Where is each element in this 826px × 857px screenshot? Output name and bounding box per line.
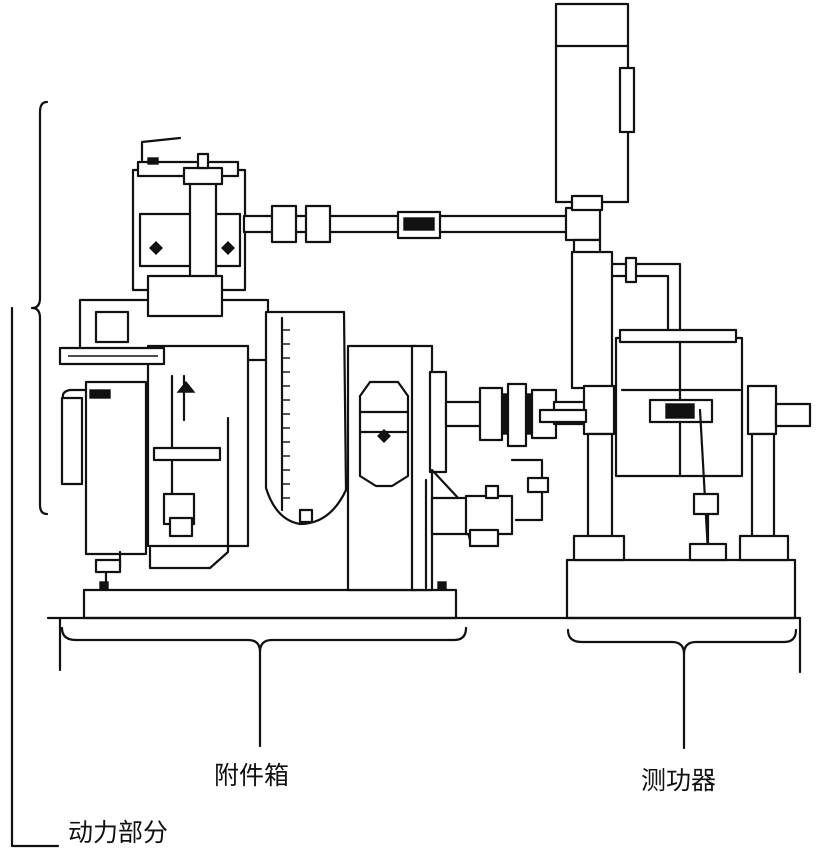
accessory-box-bracket: [60, 626, 468, 748]
engine-block: [58, 136, 270, 592]
flywheel-housing: [264, 310, 348, 526]
dynamometer-label: 测功器: [641, 766, 717, 795]
dynamometer-bracket: [566, 628, 798, 750]
accessory-box: [346, 344, 550, 592]
accessory-box-label: 附件箱: [214, 761, 290, 790]
baseplate: [46, 558, 802, 674]
power-section-label: 动力部分: [68, 818, 169, 847]
overhead-shaft: [242, 204, 602, 260]
base-bolts: [99, 581, 447, 591]
power-section-bracket: [10, 100, 60, 848]
overhead-motor: [554, 2, 636, 212]
dynamometer-column: [570, 250, 682, 390]
dynamometer: [538, 328, 812, 562]
